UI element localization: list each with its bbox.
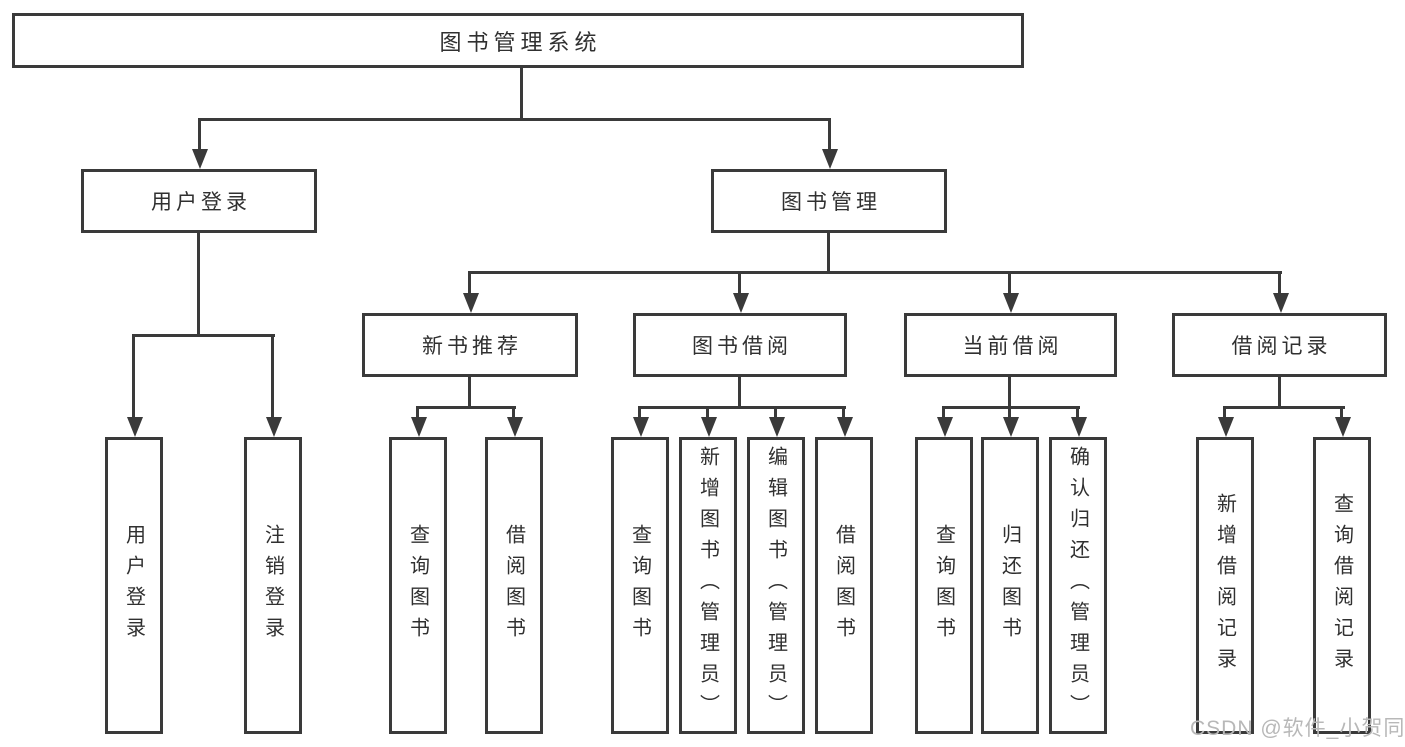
node-book-management: 图书管理	[711, 169, 947, 233]
node-borrow-records: 借阅记录	[1172, 313, 1387, 377]
connector-current-borrow-split	[942, 406, 1080, 409]
arrow-down-icon	[633, 417, 649, 437]
connector-stem-user-login	[198, 118, 201, 152]
connector-stem-leaf	[416, 406, 419, 418]
leaf-query-books: 查询图书	[389, 437, 447, 734]
arrow-down-icon	[701, 417, 717, 437]
connector-stem-leaf	[132, 334, 135, 418]
connector-stem-leaf	[638, 406, 641, 418]
leaf-borrow-books: 借阅图书	[815, 437, 873, 734]
arrow-down-icon	[937, 417, 953, 437]
arrow-down-icon	[1273, 293, 1289, 313]
connector-stem-book-borrow	[738, 271, 741, 295]
connector-stem-leaf	[842, 406, 845, 418]
node-book-borrow: 图书借阅	[633, 313, 847, 377]
connector-stem-leaf	[1076, 406, 1079, 418]
leaf-query-borrow-record: 查询借阅记录	[1313, 437, 1371, 734]
node-library-management-system: 图书管理系统	[12, 13, 1024, 68]
connector-stem-leaf	[774, 406, 777, 418]
connector-user-login-trunk	[197, 233, 200, 336]
connector-new-book-split	[416, 406, 516, 409]
arrow-down-icon	[733, 293, 749, 313]
connector-stem-book-management	[828, 118, 831, 152]
leaf-logout: 注销登录	[244, 437, 302, 734]
leaf-add-books-admin: 新增图书（管理员）	[679, 437, 737, 734]
connector-borrow-records-split	[1223, 406, 1345, 409]
arrow-down-icon	[1218, 417, 1234, 437]
node-user-login: 用户登录	[81, 169, 317, 233]
arrow-down-icon	[266, 417, 282, 437]
csdn-watermark: CSDN @软件_小贺同学	[1190, 717, 1405, 740]
leaf-query-books: 查询图书	[611, 437, 669, 734]
connector-stem-leaf	[512, 406, 515, 418]
arrow-down-icon	[1335, 417, 1351, 437]
arrow-down-icon	[127, 417, 143, 437]
arrow-down-icon	[1003, 417, 1019, 437]
connector-stem-leaf	[942, 406, 945, 418]
connector-stem-borrow-records	[1278, 271, 1281, 295]
connector-stem-leaf	[1340, 406, 1343, 418]
connector-root-split	[198, 118, 831, 121]
node-new-book-recommend: 新书推荐	[362, 313, 578, 377]
connector-user-login-split	[132, 334, 275, 337]
leaf-add-borrow-record: 新增借阅记录	[1196, 437, 1254, 734]
connector-stem-leaf	[706, 406, 709, 418]
connector-book-management-split	[468, 271, 1282, 274]
connector-stem-leaf	[1223, 406, 1226, 418]
connector-root-trunk	[520, 68, 523, 120]
arrow-down-icon	[822, 149, 838, 169]
arrow-down-icon	[769, 417, 785, 437]
arrow-down-icon	[411, 417, 427, 437]
node-current-borrow: 当前借阅	[904, 313, 1117, 377]
connector-current-borrow-trunk	[1008, 377, 1011, 408]
arrow-down-icon	[1003, 293, 1019, 313]
leaf-edit-books-admin: 编辑图书（管理员）	[747, 437, 805, 734]
arrow-down-icon	[192, 149, 208, 169]
arrow-down-icon	[463, 293, 479, 313]
leaf-user-login: 用户登录	[105, 437, 163, 734]
arrow-down-icon	[837, 417, 853, 437]
connector-stem-leaf	[1008, 406, 1011, 418]
leaf-return-books: 归还图书	[981, 437, 1039, 734]
arrow-down-icon	[507, 417, 523, 437]
leaf-borrow-books: 借阅图书	[485, 437, 543, 734]
connector-book-borrow-split	[638, 406, 846, 409]
connector-book-borrow-trunk	[738, 377, 741, 408]
leaf-query-books: 查询图书	[915, 437, 973, 734]
connector-book-management-trunk	[827, 233, 830, 273]
connector-stem-leaf	[271, 334, 274, 418]
connector-stem-new-book	[468, 271, 471, 295]
connector-new-book-trunk	[468, 377, 471, 408]
connector-borrow-records-trunk	[1278, 377, 1281, 408]
arrow-down-icon	[1071, 417, 1087, 437]
connector-stem-current-borrow	[1008, 271, 1011, 295]
leaf-confirm-return-admin: 确认归还（管理员）	[1049, 437, 1107, 734]
